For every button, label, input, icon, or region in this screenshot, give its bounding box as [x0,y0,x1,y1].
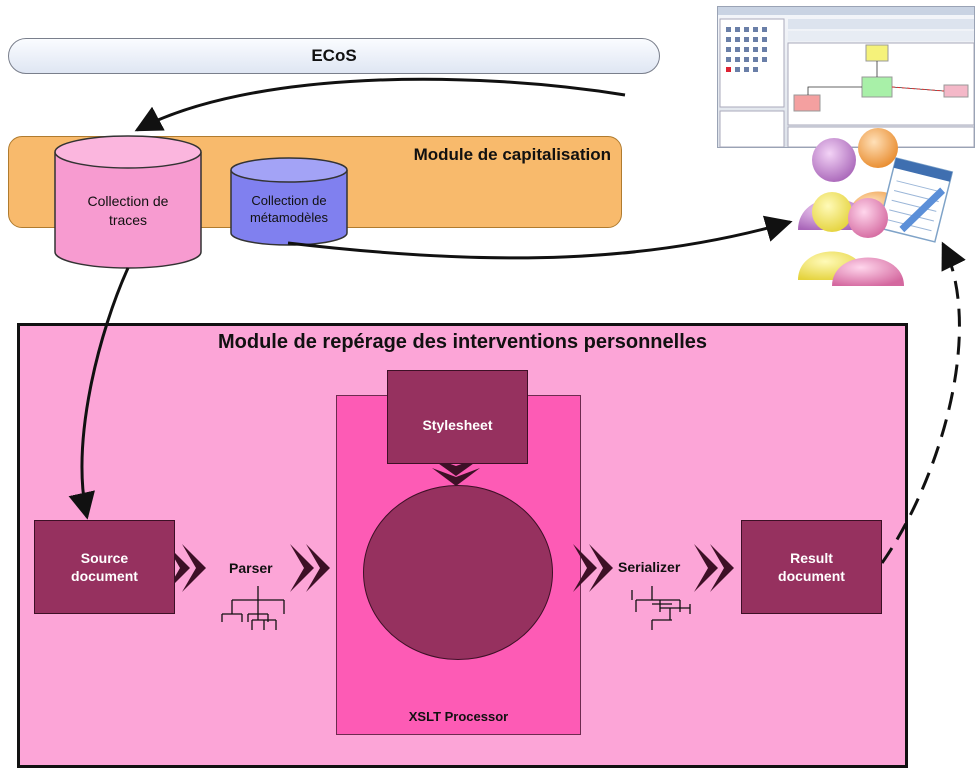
stylesheet-label: Stylesheet [422,417,493,433]
traces-cylinder-label: Collection de traces [58,192,198,230]
source-label-line1: Source [80,550,129,566]
result-label-line1: Result [790,550,833,566]
processor-circle [363,485,553,660]
reperage-title: Module de repérage des interventions per… [217,331,708,353]
parser-tree-icon [221,586,285,630]
parser-label: Parser [229,560,273,576]
result-label-line2: document [778,568,845,584]
editor-screenshot-icon [717,6,975,148]
metamodels-label-line2: métamodèles [249,210,329,225]
users-group-icon [792,120,977,290]
ecos-bar: ECoS [8,38,660,74]
source-label-line2: document [71,568,138,584]
serializer-tree-icon [631,586,691,630]
metamodels-label-line1: Collection de [251,193,327,208]
curve-meta-to-users [287,215,793,260]
dashed-result-to-users [880,241,966,564]
curve-traces-to-source [68,267,130,520]
traces-cylinder [54,135,202,269]
curve-editor-to-traces [134,77,626,132]
metamodels-cylinder [230,157,348,246]
capitalisation-title: Module de capitalisation [413,145,611,164]
traces-label-line2: traces [108,212,148,228]
metamodels-cylinder-label: Collection de métamodèles [232,192,346,226]
traces-label-line1: Collection de [87,193,169,209]
result-document-node: Result document [741,520,882,614]
serializer-label: Serializer [618,559,681,575]
stylesheet-node: Stylesheet [387,370,528,464]
source-document-node: Source document [34,520,175,614]
xslt-processor-label: XSLT Processor [408,709,509,724]
